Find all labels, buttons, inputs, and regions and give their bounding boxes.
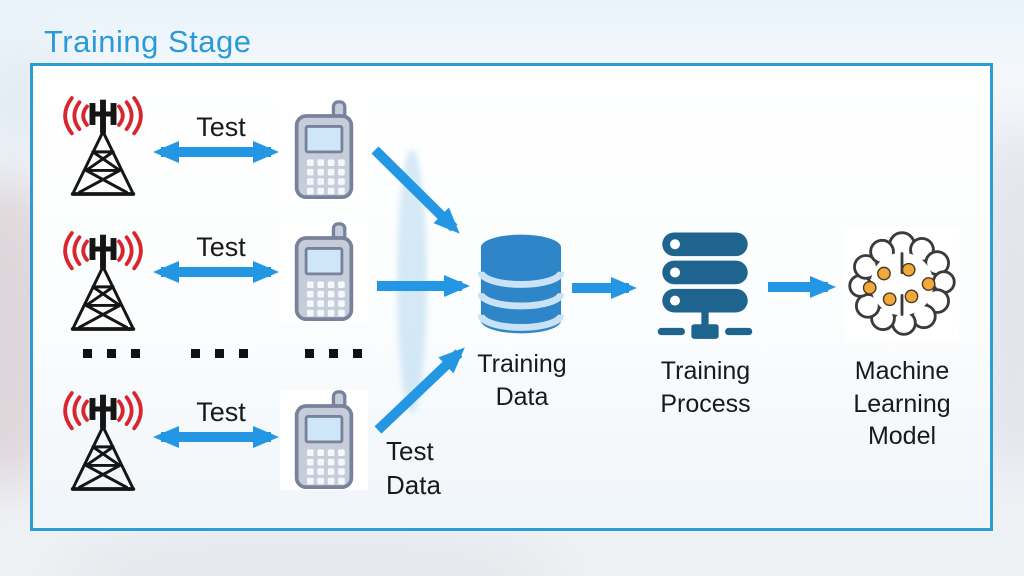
phone3-to-database-arrow [374, 347, 465, 434]
server-icon [655, 228, 755, 346]
brain-icon [845, 227, 959, 341]
test-data-label: Test Data [386, 436, 441, 500]
cell-tower-icon-2 [55, 225, 151, 337]
ellipsis-dots-towers [83, 349, 140, 358]
database-icon [477, 232, 565, 335]
test-label-1: Test [196, 112, 246, 142]
training-process-label: Training Process [660, 357, 751, 418]
ml-model-label: Machine Learning Model [853, 357, 951, 450]
test-label-3: Test [196, 397, 246, 427]
data-funnel-ellipse [397, 149, 427, 413]
cell-tower-icon-3 [55, 385, 151, 497]
diagram-frame: Test Test Test [30, 63, 993, 531]
test-label-2: Test [196, 232, 246, 262]
ellipsis-dots-links [191, 349, 248, 358]
ellipsis-dots-phones [305, 349, 362, 358]
mobile-phone-icon-1 [280, 100, 368, 200]
mobile-phone-icon-3 [280, 390, 368, 490]
phone1-to-database-arrow [371, 146, 460, 234]
mobile-phone-icon-2 [280, 222, 368, 322]
cell-tower-icon-1 [55, 90, 151, 202]
training-data-label: Training Data [477, 350, 567, 411]
page-title: Training Stage [44, 24, 252, 59]
